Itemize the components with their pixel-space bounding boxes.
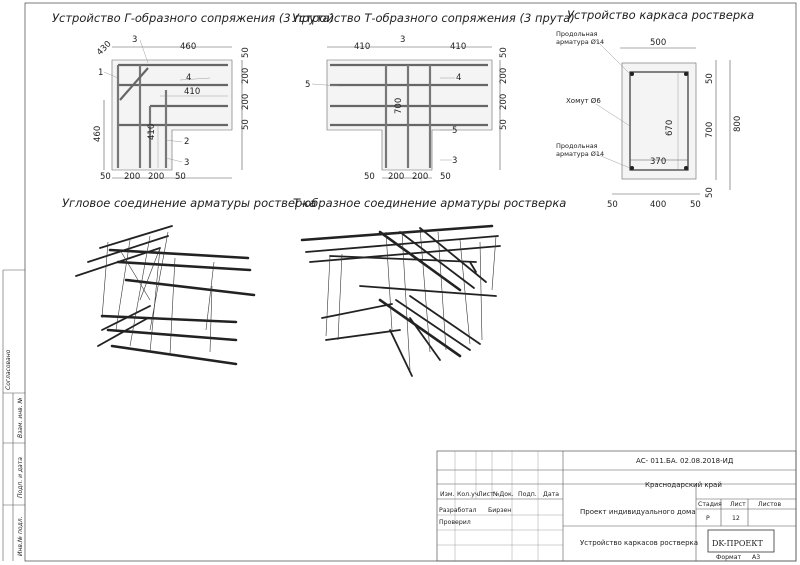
g-dim-inner-2: 410 — [147, 124, 157, 140]
frame-width-bottom-1: 50 — [607, 200, 618, 210]
frame-width-bottom-3: 50 — [690, 200, 701, 210]
g-dim-bottom-4: 50 — [175, 172, 186, 182]
g-callout-4: 4 — [186, 73, 191, 83]
g-dim-top-3: 460 — [180, 42, 196, 52]
side-stamp: Согласовано Взам. инв. № Подп. и дата Ин… — [2, 269, 25, 561]
tb-logo-frame — [707, 529, 775, 553]
title-g-joint: Устройство Г-образного сопряжения (3 пру… — [52, 11, 334, 25]
tb-format-label: Формат — [716, 554, 741, 561]
tb-stage-value: Р — [706, 515, 710, 522]
tb-col-podp: Подп. — [518, 491, 537, 498]
t-dim-bottom-3: 200 — [412, 172, 428, 182]
g-joint-plan: 430 3 460 50 200 200 50 460 410 410 50 2… — [93, 35, 251, 182]
title-t-joint: Устройство Т-образного сопряжения (3 пру… — [292, 11, 575, 25]
frame-height-inner: 670 — [665, 120, 675, 136]
frame-width-inner: 370 — [650, 157, 666, 167]
t-callout-5a: 5 — [305, 80, 310, 90]
t-dim-top-2: 3 — [400, 35, 405, 45]
tb-col-list: Лист — [478, 491, 494, 498]
tb-sheets-label: Листов — [758, 501, 781, 508]
frame-width-top: 500 — [650, 38, 666, 48]
g-dim-top-2: 3 — [132, 35, 137, 45]
title-g-corner-3d: Угловое соединение арматуры ростверка — [62, 196, 316, 210]
t-callout-4: 4 — [456, 73, 461, 83]
side-agreed: Согласовано — [5, 349, 12, 390]
t-dim-inner: 700 — [394, 98, 404, 114]
frame-width-bottom-2: 400 — [650, 200, 666, 210]
g-callout-1: 1 — [98, 68, 103, 78]
t-callout-3: 3 — [452, 156, 457, 166]
g-dim-inner-1: 410 — [184, 87, 200, 97]
g-dim-bottom-1: 50 — [100, 172, 111, 182]
t-joint-3d-drawing — [300, 224, 501, 377]
title-frame: Устройство каркаса ростверка — [567, 8, 754, 22]
title-block: АС- 011.БА. 02.08.2018-ИД Краснодарский … — [436, 450, 797, 562]
frame-height-right-4: 50 — [705, 187, 715, 198]
g-corner-3d-drawing — [75, 225, 256, 366]
tb-col-ndok: №Док. — [492, 491, 514, 498]
tb-project-name: Проект индивидуального дома — [580, 508, 696, 516]
t-dim-right-1: 50 — [499, 47, 509, 58]
tb-code: АС- 011.БА. 02.08.2018-ИД — [636, 457, 734, 465]
tb-sheet-label: Лист — [730, 501, 746, 508]
title-t-joint-3d: Т-образное соединение арматуры ростверка — [293, 196, 566, 210]
tb-col-data: Дата — [543, 491, 559, 498]
frame-height-right-1: 50 — [705, 73, 715, 84]
g-dim-right-4: 50 — [241, 119, 251, 130]
tb-developed-name: Бирзен — [488, 507, 511, 514]
side-inv-replace: Взам. инв. № — [17, 397, 24, 438]
side-inv-orig: Инв.№ подл. — [17, 516, 24, 556]
tb-stage-label: Стадия — [698, 501, 722, 508]
t-dim-top-1: 410 — [354, 42, 370, 52]
g-dim-right-2: 200 — [241, 68, 251, 84]
t-dim-bottom-1: 50 — [364, 172, 375, 182]
t-joint-plan: 410 3 410 50 200 200 50 700 50 200 200 5… — [305, 35, 509, 182]
frame-section: 500 370 50 400 50 670 50 700 800 50 Прод… — [556, 30, 743, 210]
frame-label-top-bar: Продольная арматура Ø14 — [556, 30, 605, 46]
t-dim-right-4: 50 — [499, 119, 509, 130]
sheet-frame — [24, 2, 797, 562]
frame-height-right-2: 700 — [705, 122, 715, 138]
t-dim-right-3: 200 — [499, 94, 509, 110]
g-callout-2: 2 — [184, 137, 189, 147]
frame-height-right-3: 800 — [733, 116, 743, 132]
g-dim-right-1: 50 — [241, 47, 251, 58]
g-dim-left: 460 — [93, 126, 103, 142]
t-dim-bottom-2: 200 — [388, 172, 404, 182]
g-dim-bottom-2: 200 — [124, 172, 140, 182]
t-callout-5b: 5 — [452, 126, 457, 136]
g-dim-bottom-3: 200 — [148, 172, 164, 182]
tb-sheet-name: Устройство каркасов ростверка — [580, 539, 698, 547]
tb-checked-label: Проверил — [439, 519, 471, 526]
t-dim-right-2: 200 — [499, 68, 509, 84]
g-callout-3: 3 — [184, 158, 189, 168]
tb-col-koluch: Кол.уч. — [457, 491, 480, 498]
tb-region: Краснодарский край — [645, 481, 722, 489]
tb-logo: DK-ПРОЕКТ — [712, 539, 763, 548]
tb-col-izm: Изм. — [440, 491, 455, 498]
t-dim-bottom-4: 50 — [440, 172, 451, 182]
g-dim-right-3: 200 — [241, 94, 251, 110]
tb-developed-label: Разработал — [439, 506, 477, 514]
side-sign-date: Подп. и дата — [17, 457, 24, 498]
tb-format-value: А3 — [752, 554, 760, 561]
t-dim-top-3: 410 — [450, 42, 466, 52]
g-dim-top-1: 430 — [95, 39, 114, 58]
frame-label-stirrup: Хомут Ø6 — [566, 97, 601, 105]
tb-sheet-value: 12 — [732, 515, 740, 522]
frame-label-bottom-bar: Продольная арматура Ø14 — [556, 142, 605, 158]
